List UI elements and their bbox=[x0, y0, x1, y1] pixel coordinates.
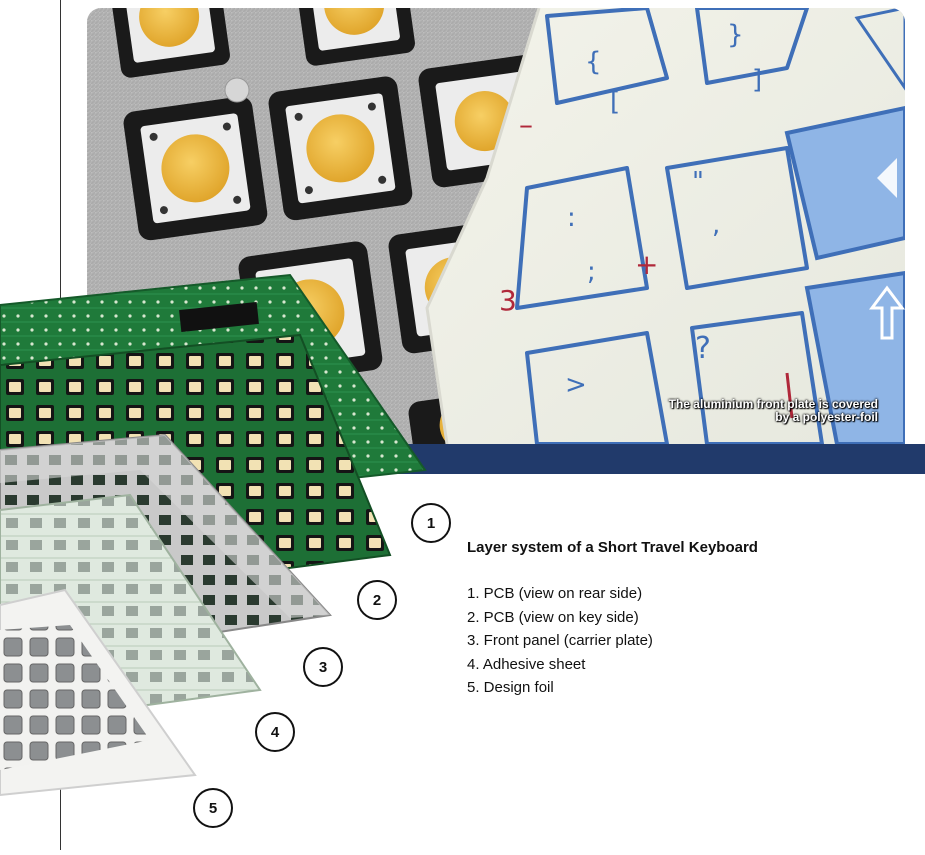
key-legend-comma: , bbox=[712, 210, 720, 240]
key-legend-plus: + bbox=[635, 248, 658, 281]
key-legend-greater: > bbox=[565, 370, 587, 400]
layer-5-design-foil bbox=[0, 588, 197, 797]
key-legend-bracket-close: ] bbox=[752, 65, 762, 95]
photo-caption: The aluminium front plate is covered by … bbox=[578, 398, 878, 424]
callout-5: 5 bbox=[193, 788, 233, 828]
legend-item: 4. Adhesive sheet bbox=[467, 655, 586, 673]
key-legend-brace-open: { bbox=[585, 47, 602, 77]
key-legend-three: 3 bbox=[499, 284, 517, 317]
key-legend-quote: " bbox=[692, 167, 704, 197]
photo-caption-line-2: by a polyester-foil bbox=[775, 410, 878, 424]
layer-stack-illustration bbox=[0, 273, 427, 797]
callout-1: 1 bbox=[411, 503, 451, 543]
exploded-layer-stack bbox=[0, 270, 460, 850]
keypad-photo-illustration: { [ } ] : ; " , ? > – + 3 bbox=[87, 8, 905, 444]
keypad-photo: { [ } ] : ; " , ? > – + 3 bbox=[87, 8, 905, 444]
callout-2: 2 bbox=[357, 580, 397, 620]
key-legend-brace-close: } bbox=[727, 20, 744, 50]
key-legend-semicolon: ; bbox=[587, 257, 596, 287]
key-legend-bracket-open: [ bbox=[610, 87, 620, 117]
legend-item: 5. Design foil bbox=[467, 679, 554, 696]
polyester-foil-overlay: { [ } ] : ; " , ? > – + 3 bbox=[425, 8, 905, 444]
legend-list: 1. PCB (view on rear side) 2. PCB (view … bbox=[467, 582, 907, 700]
legend-item: 3. Front panel (carrier plate) bbox=[467, 632, 653, 649]
key-legend-minus: – bbox=[519, 108, 533, 141]
key-legend-colon: : bbox=[567, 203, 576, 233]
callout-4: 4 bbox=[255, 712, 295, 752]
legend-title: Layer system of a Short Travel Keyboard bbox=[467, 539, 758, 556]
photo-caption-line-1: The aluminium front plate is covered bbox=[668, 397, 878, 411]
legend-item: 1. PCB (view on rear side) bbox=[467, 585, 643, 602]
layer-legend: Layer system of a Short Travel Keyboard … bbox=[467, 539, 907, 700]
legend-item: 2. PCB (view on key side) bbox=[467, 608, 639, 626]
callout-3: 3 bbox=[303, 647, 343, 687]
key-legend-question: ? bbox=[695, 331, 711, 366]
